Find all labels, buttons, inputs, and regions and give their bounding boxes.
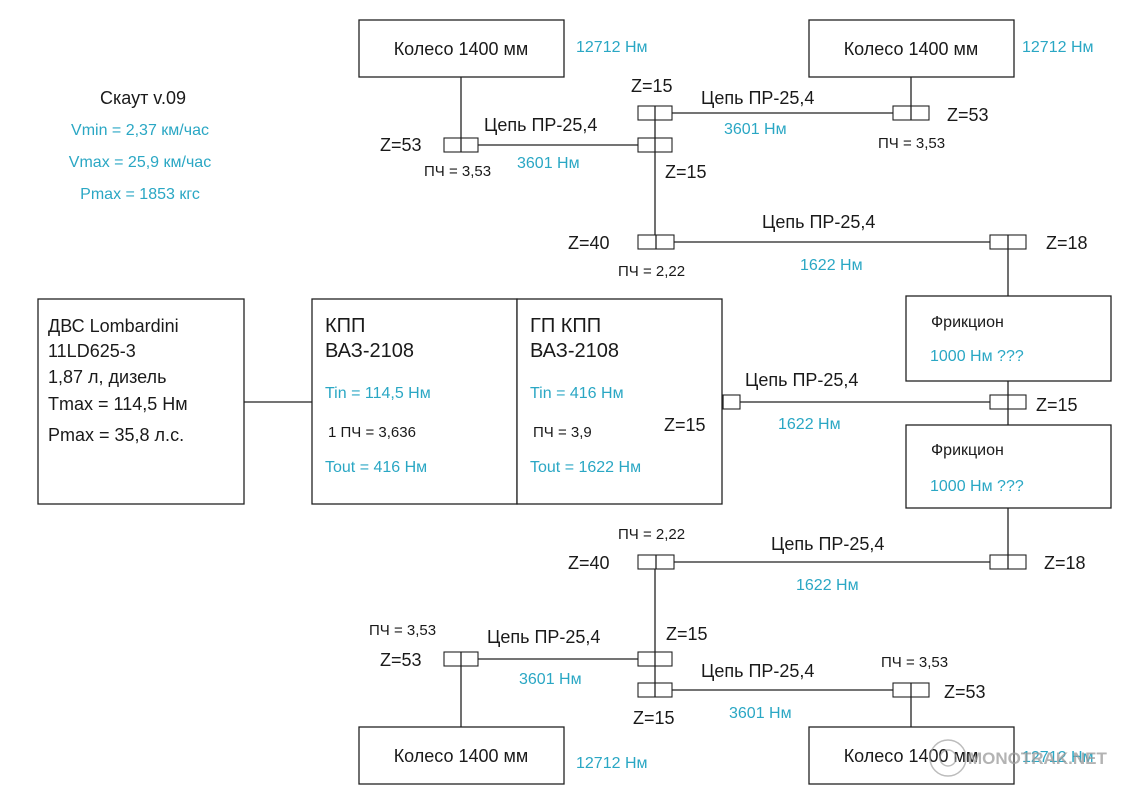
chain-c6-label: Цепь ПР-25,4 — [487, 627, 600, 647]
chain-c4-torque: 1622 Нм — [778, 416, 841, 433]
sprocket-z15-mid — [989, 394, 1027, 410]
sprocket-z18-bottom — [989, 554, 1027, 570]
gp-kpp-tout: Tout = 1622 Нм — [530, 459, 641, 476]
friction-bottom-torque: 1000 Нм ??? — [930, 478, 1024, 495]
label-z15-top-b: Z=15 — [665, 162, 707, 182]
sprocket-labels: Z=53 Z=15 Z=15 Z=53 Z=40 Z=18 Z=15 Z=15 … — [380, 76, 1088, 728]
label-z40-bottom: Z=40 — [568, 553, 610, 573]
info-vmax: Vmax = 25,9 км/час — [69, 154, 211, 171]
label-z15-bottom-a: Z=15 — [666, 624, 708, 644]
label-z18-top: Z=18 — [1046, 233, 1088, 253]
wheel-top-left-label: Колесо 1400 мм — [394, 39, 529, 59]
wheel-top-right-torque: 12712 Нм — [1022, 39, 1094, 56]
chain-c6-torque: 3601 Нм — [519, 671, 582, 688]
sprocket-z15-top-b — [637, 137, 673, 153]
engine-line-3: 1,87 л, дизель — [48, 367, 166, 387]
label-z53-bottom-left: Z=53 — [380, 650, 422, 670]
gp-kpp-title-2: ВАЗ-2108 — [530, 340, 619, 362]
chain-c2-label: Цепь ПР-25,4 — [701, 88, 814, 108]
chain-c5-label: Цепь ПР-25,4 — [771, 534, 884, 554]
label-z53-bottom-right: Z=53 — [944, 682, 986, 702]
watermark: MONOTRAK.NET — [929, 739, 1107, 777]
label-z53-top-right: Z=53 — [947, 105, 989, 125]
wheel-bottom-left-label: Колесо 1400 мм — [394, 746, 529, 766]
gp-kpp-block: ГП КПП ВАЗ-2108 Tin = 416 Нм ПЧ = 3,9 To… — [516, 298, 723, 505]
wheel-bottom-left-torque: 12712 Нм — [576, 755, 648, 772]
watermark-text: MONOTRAK.NET — [968, 749, 1107, 768]
info-panel: Скаут v.09 Vmin = 2,37 км/час Vmax = 25,… — [69, 88, 211, 203]
watermark-logo-icon — [929, 739, 967, 777]
kpp-tout: Tout = 416 Нм — [325, 459, 427, 476]
chain-c7-torque: 3601 Нм — [729, 705, 792, 722]
friction-bottom-block: Фрикцион 1000 Нм ??? — [905, 424, 1112, 509]
sprocket-z40-bottom — [637, 554, 675, 570]
chain-c1-label: Цепь ПР-25,4 — [484, 115, 597, 135]
friction-bottom-label: Фрикцион — [931, 442, 1004, 459]
gp-kpp-title-1: ГП КПП — [530, 315, 601, 337]
friction-top-label: Фрикцион — [931, 314, 1004, 331]
chain-labels: Цепь ПР-25,4 3601 Нм Цепь ПР-25,4 3601 Н… — [484, 88, 884, 722]
info-vmin: Vmin = 2,37 км/час — [71, 122, 209, 139]
kpp-title-1: КПП — [325, 315, 365, 337]
engine-block: ДВС Lombardini 11LD625-3 1,87 л, дизель … — [37, 298, 245, 505]
sprocket-z53-bottom-left — [443, 651, 479, 667]
info-title: Скаут v.09 — [100, 88, 186, 108]
label-z18-bottom: Z=18 — [1044, 553, 1086, 573]
ratio-bottom-left: ПЧ = 3,53 — [369, 622, 436, 639]
info-pmax: Pmax = 1853 кгс — [80, 186, 200, 203]
chain-c3-label: Цепь ПР-25,4 — [762, 212, 875, 232]
wheel-top-left-torque: 12712 Нм — [576, 39, 648, 56]
sprocket-z15-top-a — [637, 105, 673, 121]
ratio-bottom-right: ПЧ = 3,53 — [881, 654, 948, 671]
kpp-tin: Tin = 114,5 Нм — [325, 385, 431, 402]
sprocket-z53-top-left — [443, 137, 479, 153]
sprocket-z15-bottom-b — [637, 682, 673, 698]
chain-c5-torque: 1622 Нм — [796, 577, 859, 594]
label-z15-mid: Z=15 — [1036, 395, 1078, 415]
sprocket-z18-top — [989, 234, 1027, 250]
kpp-block: КПП ВАЗ-2108 Tin = 114,5 Нм 1 ПЧ = 3,636… — [311, 298, 518, 505]
label-z40-top: Z=40 — [568, 233, 610, 253]
wheel-top-right: Колесо 1400 мм 12712 Нм — [808, 19, 1094, 78]
chain-c7-label: Цепь ПР-25,4 — [701, 661, 814, 681]
sprocket-z53-bottom-right — [892, 682, 930, 698]
sprockets — [443, 105, 1027, 698]
wheel-bottom-right-label: Колесо 1400 мм — [844, 746, 979, 766]
label-z53-top-left: Z=53 — [380, 135, 422, 155]
engine-line-4: Tmax = 114,5 Нм — [48, 394, 188, 414]
sprocket-z53-top-right — [892, 105, 930, 121]
chain-c2-torque: 3601 Нм — [724, 121, 787, 138]
engine-line-5: Pmax = 35,8 л.с. — [48, 425, 184, 445]
sprocket-z15-bottom-a — [637, 651, 673, 667]
ratio-bottom: ПЧ = 2,22 — [618, 526, 685, 543]
wheel-bottom-right-torque: 12712 Нм — [1022, 749, 1094, 766]
ratio-top: ПЧ = 2,22 — [618, 263, 685, 280]
friction-top-torque: 1000 Нм ??? — [930, 348, 1024, 365]
kpp-ratio: 1 ПЧ = 3,636 — [328, 424, 416, 441]
label-z15-gp: Z=15 — [664, 415, 706, 435]
label-z15-bottom-b: Z=15 — [633, 708, 675, 728]
friction-top-block: Фрикцион 1000 Нм ??? — [905, 295, 1112, 382]
engine-line-2: 11LD625-3 — [48, 341, 136, 361]
wheel-bottom-right: Колесо 1400 мм 12712 Нм — [808, 726, 1094, 785]
sprocket-z40-top — [637, 234, 675, 250]
ratio-top-left: ПЧ = 3,53 — [424, 163, 491, 180]
gp-kpp-ratio: ПЧ = 3,9 — [533, 424, 592, 441]
chain-c3-torque: 1622 Нм — [800, 257, 863, 274]
ratio-labels: ПЧ = 3,53 ПЧ = 3,53 ПЧ = 2,22 ПЧ = 2,22 … — [369, 135, 948, 671]
wheel-top-right-label: Колесо 1400 мм — [844, 39, 979, 59]
label-z15-top-a: Z=15 — [631, 76, 673, 96]
wheel-bottom-left: Колесо 1400 мм 12712 Нм — [358, 726, 648, 785]
wheel-top-left: Колесо 1400 мм 12712 Нм — [358, 19, 648, 78]
kpp-title-2: ВАЗ-2108 — [325, 340, 414, 362]
engine-line-1: ДВС Lombardini — [48, 316, 179, 336]
gp-kpp-tin: Tin = 416 Нм — [530, 385, 624, 402]
ratio-top-right: ПЧ = 3,53 — [878, 135, 945, 152]
chain-c4-label: Цепь ПР-25,4 — [745, 370, 858, 390]
chain-c1-torque: 3601 Нм — [517, 155, 580, 172]
